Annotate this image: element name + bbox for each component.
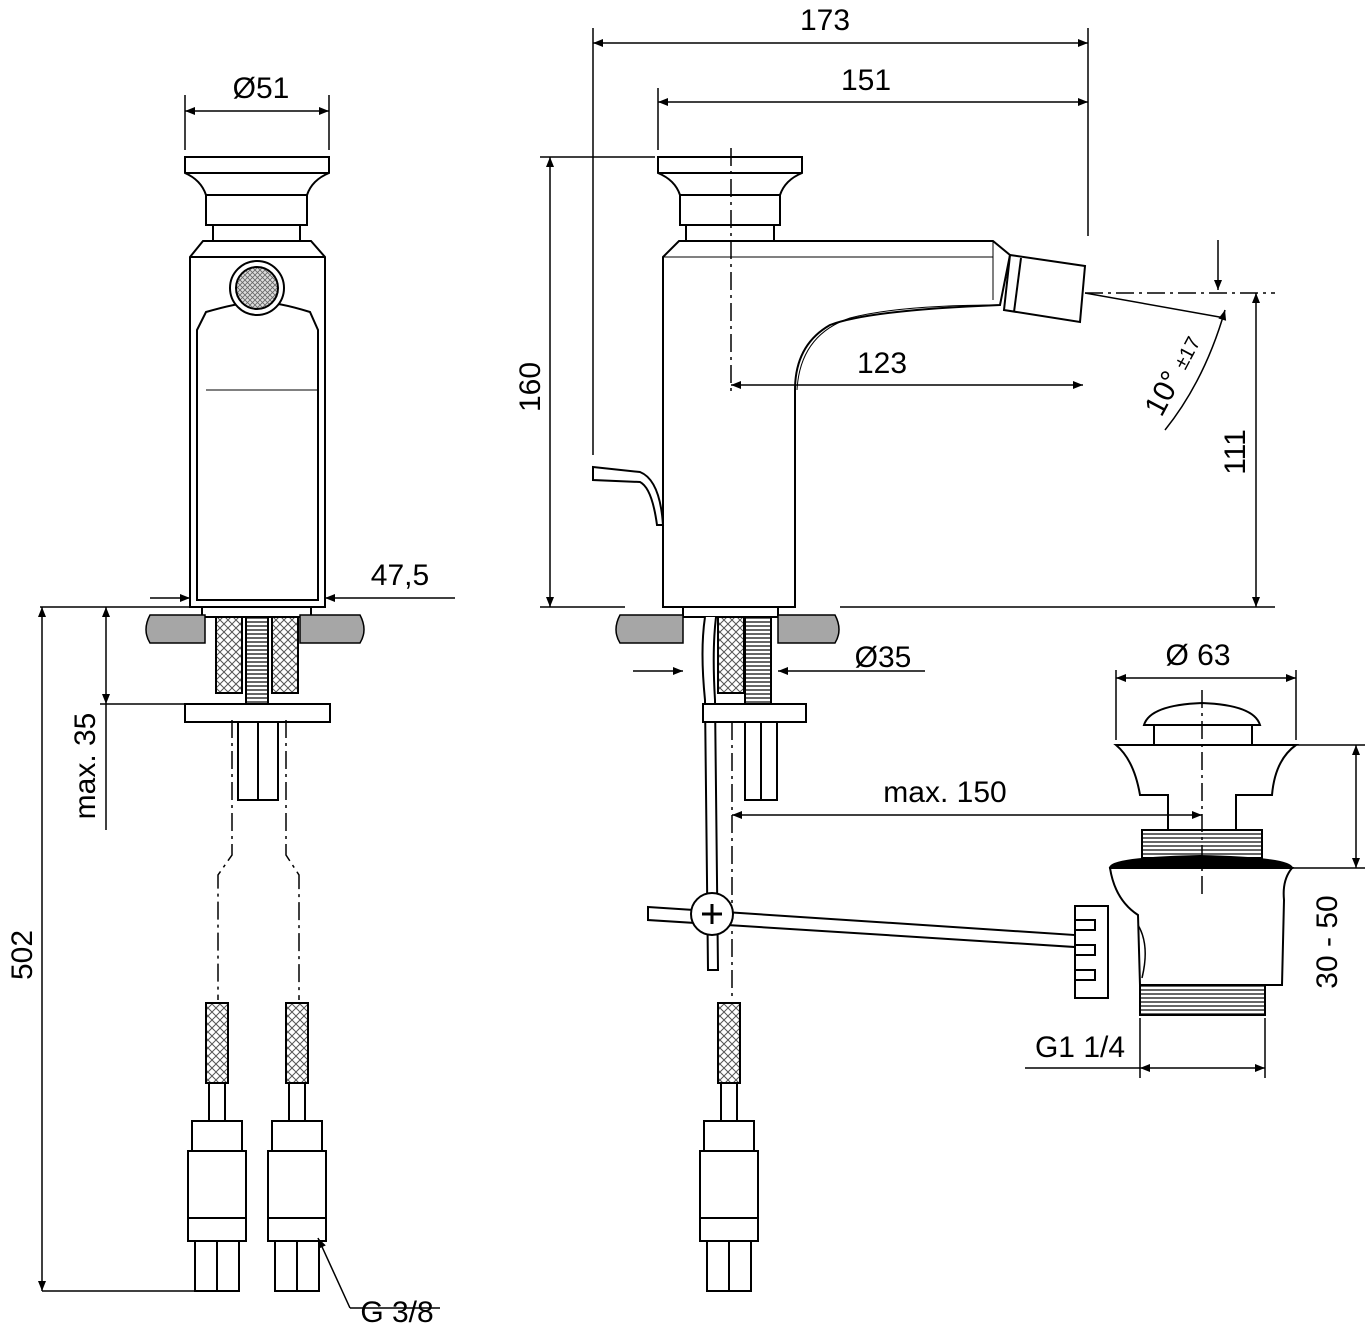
hose-connector-right (267, 1002, 327, 1292)
dim-connection-thread: G 3/8 (360, 1296, 433, 1329)
dim-spout-height: 111 (1219, 429, 1252, 475)
countertop-left (145, 614, 365, 644)
dim-waste-range: 30 - 50 (1311, 895, 1344, 988)
dim-hose-length: 502 (6, 930, 39, 980)
dim-spout-angle-tolerance: ±17 (1170, 333, 1205, 373)
front-view (184, 156, 330, 618)
dim-spout-length: 151 (841, 64, 891, 97)
dim-overall-width: 173 (800, 4, 850, 37)
waste-fitting (1074, 690, 1300, 1016)
side-view-dimensions (540, 28, 1365, 1078)
front-view-mounting (184, 616, 331, 1292)
hose-connector-left (187, 1002, 247, 1292)
dim-waste-thread: G1 1/4 (1035, 1031, 1125, 1064)
dim-spout-reach: 123 (857, 347, 907, 380)
side-view (592, 156, 1087, 618)
dim-max-distance: max. 150 (883, 776, 1006, 809)
dim-max-thickness: max. 35 (69, 713, 102, 820)
countertop-right (615, 614, 840, 644)
dim-base-width: 47,5 (371, 559, 429, 592)
front-view-dimensions (38, 95, 455, 1309)
dim-diameter-top: Ø51 (233, 72, 290, 105)
side-view-mounting (647, 616, 1076, 1292)
dim-hole-diameter: Ø35 (855, 641, 912, 674)
hose-connector-side (699, 1002, 759, 1292)
dim-waste-diameter: Ø 63 (1165, 639, 1230, 672)
dim-spout-angle: 10° (1138, 366, 1188, 422)
dim-height: 160 (514, 362, 547, 412)
